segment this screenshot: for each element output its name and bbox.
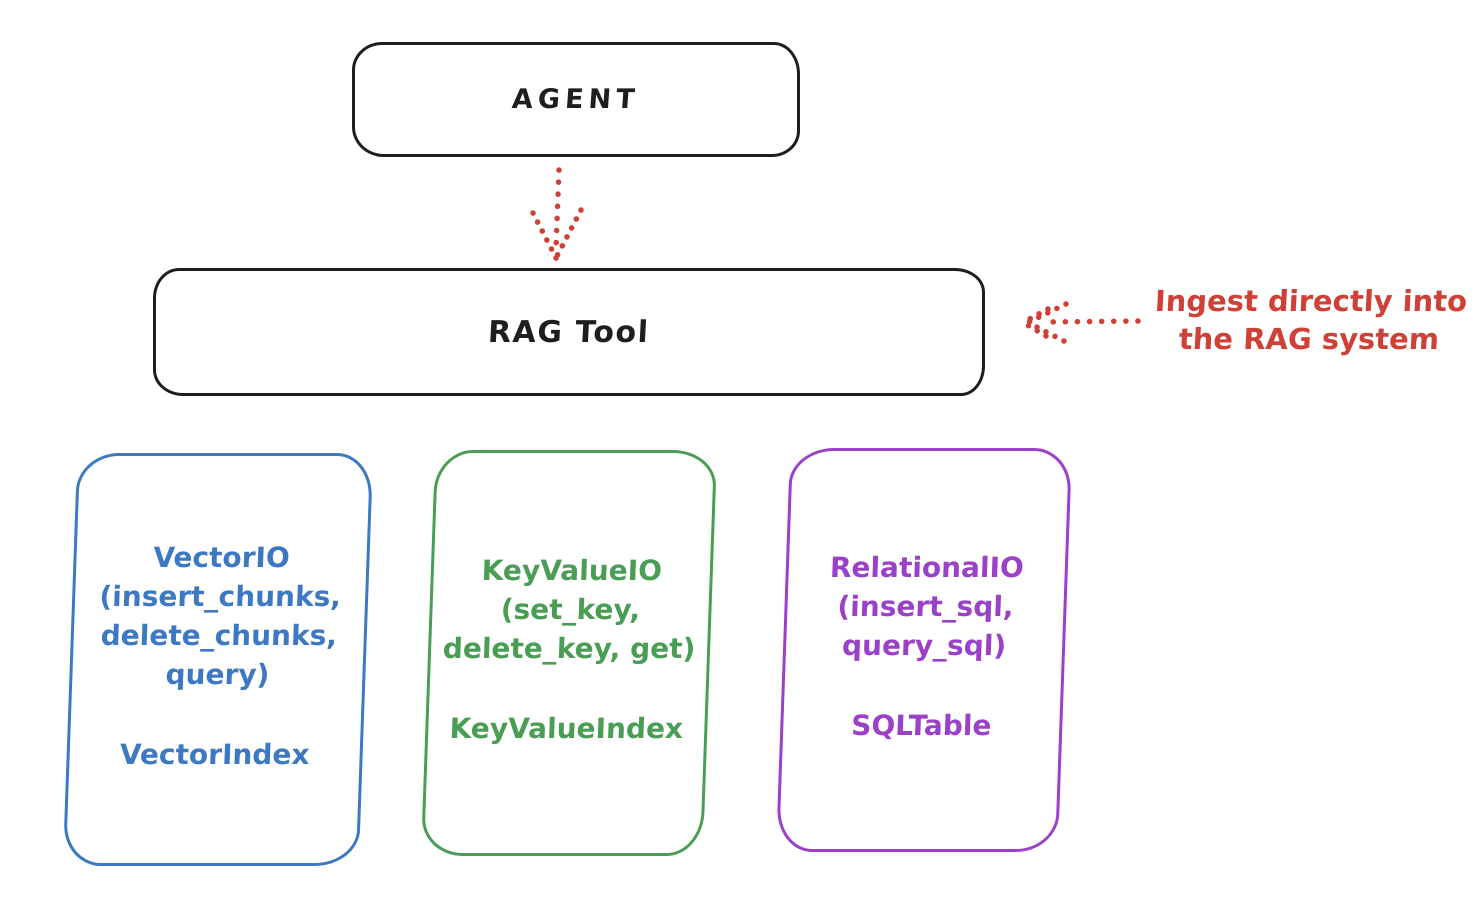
relational-io-node: RelationalIO (insert_sql, query_sql) SQL…	[775, 448, 1073, 852]
keyvalue-index-label: KeyValueIndex	[449, 712, 684, 745]
ingest-annotation-line1: Ingest directly into	[1154, 284, 1468, 318]
relational-io-param: query_sql)	[841, 629, 1007, 662]
rag-tool-node: RAG Tool	[153, 268, 985, 396]
vector-io-title: VectorIO	[152, 541, 291, 574]
spacer	[70, 694, 361, 735]
annotation-to-rag-arrow	[1021, 301, 1141, 344]
keyvalue-io-node: KeyValueIO (set_key, delete_key, get) Ke…	[420, 450, 718, 856]
relational-io-param: (insert_sql,	[836, 590, 1015, 623]
ingest-annotation: Ingest directly into the RAG system	[1138, 282, 1482, 358]
spacer	[784, 665, 1061, 706]
keyvalue-io-title: KeyValueIO	[481, 554, 663, 587]
sql-table-label: SQLTable	[850, 709, 993, 742]
vector-io-node: VectorIO (insert_chunks, delete_chunks, …	[62, 453, 374, 866]
agent-to-rag-arrow	[530, 167, 584, 262]
agent-node: AGENT	[352, 42, 800, 157]
agent-label: AGENT	[511, 84, 641, 115]
spacer	[429, 668, 706, 709]
ingest-annotation-line2: the RAG system	[1178, 322, 1440, 356]
keyvalue-io-param: delete_key, get)	[442, 632, 696, 665]
vector-io-param: query)	[164, 658, 270, 691]
keyvalue-io-param: (set_key,	[500, 593, 641, 626]
vector-io-param: (insert_chunks,	[98, 580, 342, 613]
vector-index-label: VectorIndex	[119, 738, 311, 771]
vector-io-param: delete_chunks,	[100, 619, 338, 652]
rag-tool-label: RAG Tool	[487, 314, 651, 350]
relational-io-title: RelationalIO	[829, 551, 1025, 584]
